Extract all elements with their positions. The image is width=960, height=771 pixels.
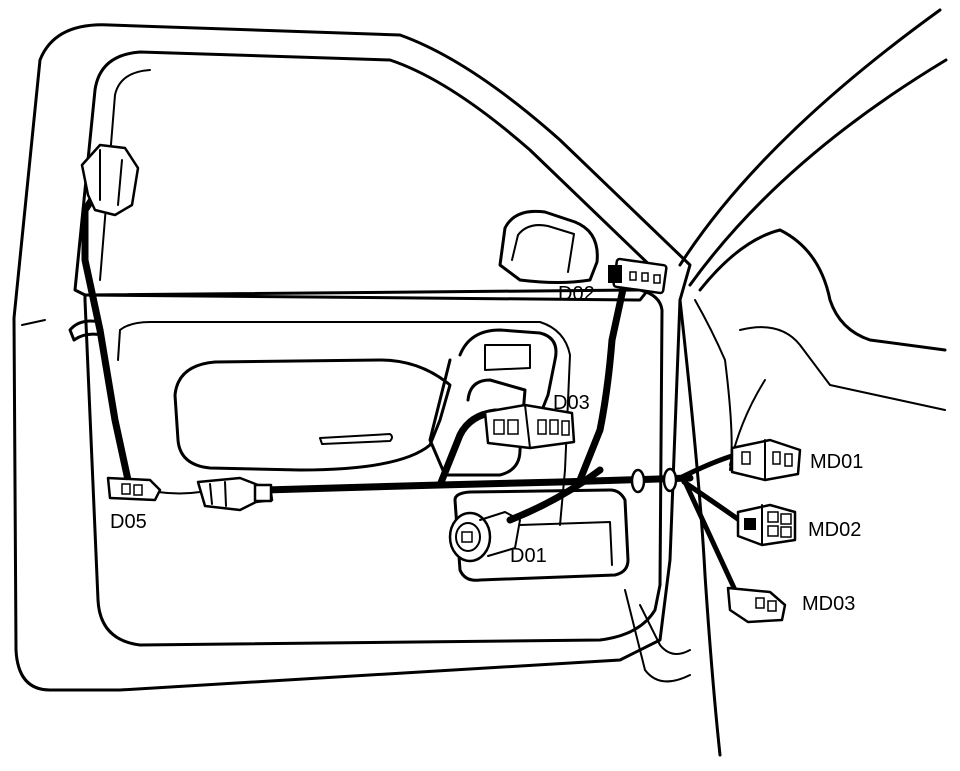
- label-d03: D03: [553, 392, 590, 414]
- label-md03: MD03: [802, 593, 855, 615]
- connector-d02: [608, 257, 668, 295]
- label-d01: D01: [510, 545, 547, 567]
- upper-grommet-connector: [80, 143, 140, 217]
- connector-d03: [483, 403, 576, 450]
- label-md02: MD02: [808, 519, 861, 541]
- side-mirror: [498, 209, 599, 284]
- connector-d05: [106, 476, 162, 502]
- label-d05: D05: [110, 511, 147, 533]
- label-d02: D02: [558, 283, 595, 305]
- inline-plug: [196, 476, 274, 512]
- connector-md03: [726, 586, 787, 624]
- connector-d01: [448, 511, 521, 563]
- connector-md02: [736, 503, 797, 547]
- door-panel: [83, 288, 664, 647]
- door-shell: [12, 23, 692, 692]
- label-md01: MD01: [810, 451, 863, 473]
- car-body: [624, 8, 948, 757]
- connector-md01: [730, 438, 802, 482]
- wiring-harness: [68, 191, 745, 593]
